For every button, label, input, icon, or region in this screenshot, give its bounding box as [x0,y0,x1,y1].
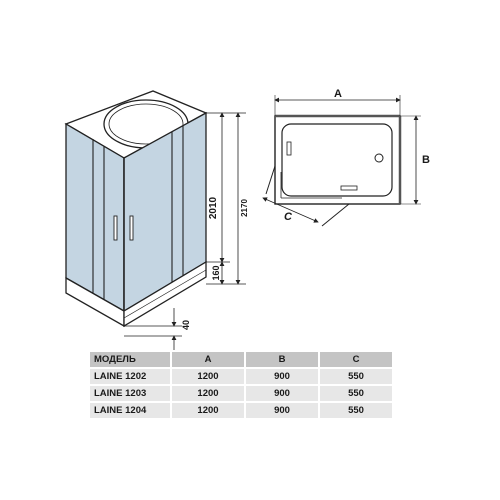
door-opening-label: C [284,211,293,223]
plan-outer [274,115,401,205]
cell-b: 900 [246,386,318,401]
plan-depth-label: B [422,154,430,166]
cell-a: 1200 [172,369,244,384]
cabin-3d-view [64,90,208,328]
header-c: C [320,352,392,367]
plan-tray [281,123,393,197]
tray-height-label: 160 [211,265,221,280]
cell-a: 1200 [172,386,244,401]
cabin-height-label: 2010 [208,196,219,219]
table-row: LAINE 1202 1200 900 550 [90,369,392,384]
plan-width-label: A [334,88,342,100]
header-a: A [172,352,244,367]
cell-b: 900 [246,369,318,384]
door-marker-left [286,141,292,156]
cell-a: 1200 [172,403,244,418]
door-handle-left [113,215,118,241]
header-b: B [246,352,318,367]
cell-model: LAINE 1203 [90,386,170,401]
plan-view [262,95,421,227]
tray-step-label: 40 [181,320,191,330]
door-handle-right [129,215,134,241]
cell-c: 550 [320,369,392,384]
cell-b: 900 [246,403,318,418]
height-dimensions [124,112,246,350]
cell-c: 550 [320,403,392,418]
cell-model: LAINE 1202 [90,369,170,384]
header-model: МОДЕЛЬ [90,352,170,367]
total-height-label: 2170 [240,199,249,217]
cell-c: 550 [320,386,392,401]
table-header-row: МОДЕЛЬ A B C [90,352,392,367]
roof-dome-inner [108,103,184,145]
drain-icon [374,153,384,163]
model-spec-table: МОДЕЛЬ A B C LAINE 1202 1200 900 550 LAI… [88,350,394,420]
table-row: LAINE 1204 1200 900 550 [90,403,392,418]
table-row: LAINE 1203 1200 900 550 [90,386,392,401]
cell-model: LAINE 1204 [90,403,170,418]
door-marker-bottom [340,185,358,191]
